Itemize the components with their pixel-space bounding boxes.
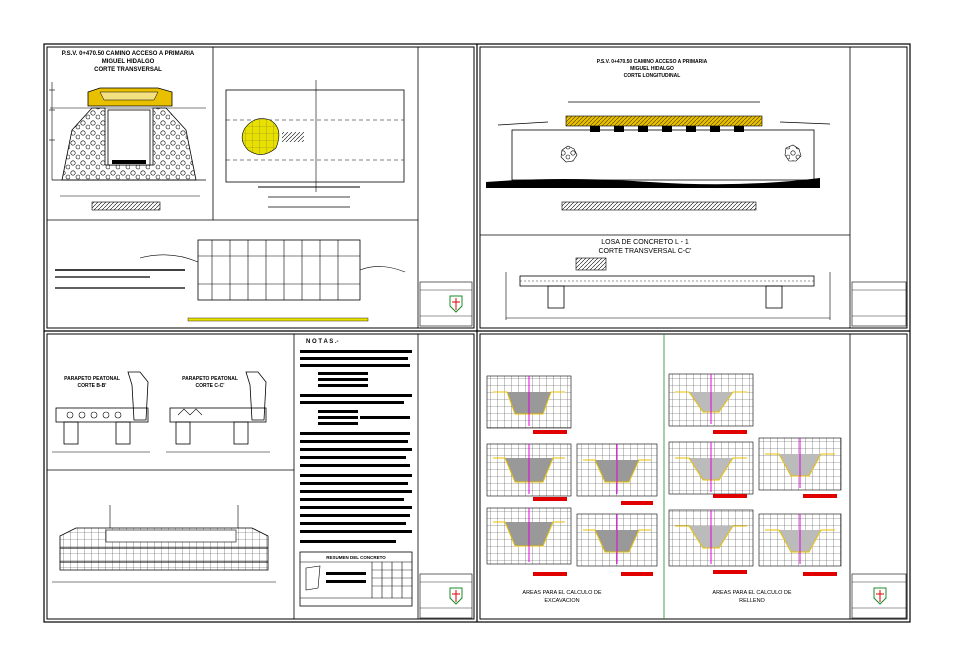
fill-grid-3	[758, 437, 842, 498]
fill-label-1: AREAS PARA EL CALCULO DE	[712, 590, 791, 596]
q2-section-title-3: CORTE LONGITUDINAL	[624, 73, 681, 79]
q2-section-title-1: P.S.V. 0+470.50 CAMINO ACCESO A PRIMARIA	[597, 59, 708, 65]
excavation-grid-1	[486, 375, 572, 434]
excavation-label-2: EXCAVACION	[544, 598, 579, 604]
q1-section-title-3: CORTE TRANSVERSAL	[94, 67, 162, 73]
slab-section	[505, 257, 831, 320]
q2-section-title-2: MIGUEL HIDALGO	[630, 66, 674, 72]
excavation-grid-4	[486, 507, 572, 576]
reinforcement-elevation	[52, 505, 276, 583]
slab-title-2: CORTE TRANSVERSAL C-C'	[598, 248, 691, 255]
quadrant-cross-section: P.S.V. 0+470.50 CAMINO ACCESO A PRIMARIA…	[46, 46, 475, 329]
q1-section-title-2: MIGUEL HIDALGO	[102, 59, 155, 65]
notes-text-block	[300, 350, 412, 543]
excavation-grid-2	[486, 443, 572, 501]
quadrant-excavation-areas: AREAS PARA EL CALCULO DE EXCAVACION AREA…	[479, 333, 908, 620]
title-block-q4	[851, 573, 907, 619]
fill-grid-4	[668, 509, 754, 574]
parapet-left-title-1: PARAPETO PEATONAL	[64, 376, 120, 382]
notes-title: N O T A S .-	[306, 339, 339, 345]
parapet-right	[166, 371, 270, 453]
fill-label-2: RELLENO	[739, 598, 765, 604]
culvert-cross-section	[49, 82, 206, 211]
parapet-right-title-2: CORTE C-C'	[196, 383, 225, 389]
parapet-left-title-2: CORTE B-B'	[78, 383, 107, 389]
culvert-longitudinal-section	[486, 101, 831, 211]
excavation-grid-3	[576, 443, 658, 505]
title-block-q1	[419, 281, 473, 327]
plan-view	[225, 80, 405, 208]
title-block-q2	[851, 281, 907, 327]
quadrant-longitudinal-section: P.S.V. 0+470.50 CAMINO ACCESO A PRIMARIA…	[479, 46, 908, 329]
excavation-grid-5	[576, 513, 658, 576]
table-title: RESUMEN DEL CONCRETO	[326, 555, 386, 560]
longitudinal-plan	[55, 239, 406, 322]
parapet-right-title-1: PARAPETO PEATONAL	[182, 376, 238, 382]
quadrant-parapets-and-notes: PARAPETO PEATONAL CORTE B-B' PARAPETO PE…	[46, 333, 475, 620]
excavation-label-1: AREAS PARA EL CALCULO DE	[522, 590, 601, 596]
title-block-q3	[419, 573, 473, 619]
q1-section-title-1: P.S.V. 0+470.50 CAMINO ACCESO A PRIMARIA	[62, 51, 195, 57]
fill-grid-2	[668, 441, 754, 498]
concrete-summary-table: RESUMEN DEL CONCRETO	[299, 551, 413, 607]
slab-title-1: LOSA DE CONCRETO L - 1	[601, 239, 689, 246]
parapet-left	[52, 371, 150, 453]
fill-grid-5	[758, 513, 842, 576]
fill-grid-1	[668, 373, 754, 434]
